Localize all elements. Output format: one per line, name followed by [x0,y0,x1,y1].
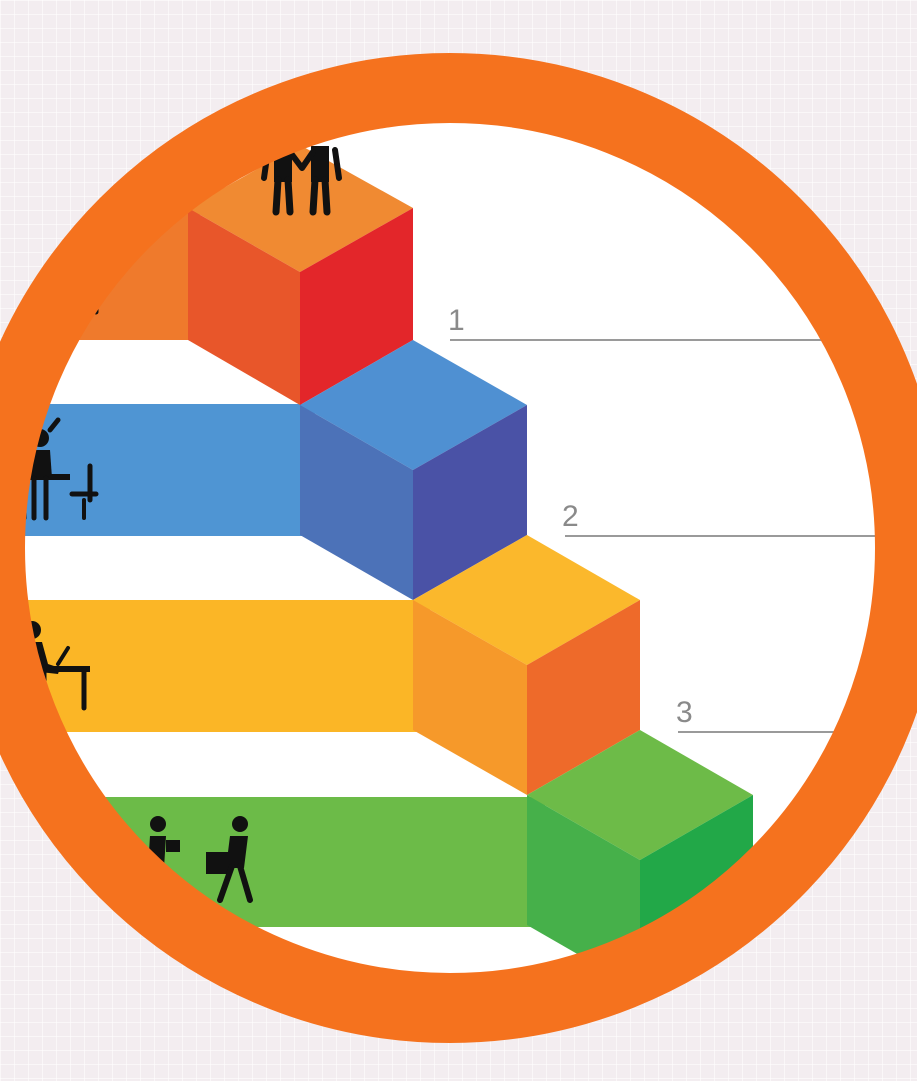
step-number-2: 2 [562,500,579,533]
cube-step-2 [300,340,527,600]
orange-ring [0,53,917,1043]
cube-step-1 [188,145,413,405]
step-number-3: 3 [676,696,693,729]
cube-step-4 [527,730,753,990]
step-number-1: 1 [448,304,465,337]
